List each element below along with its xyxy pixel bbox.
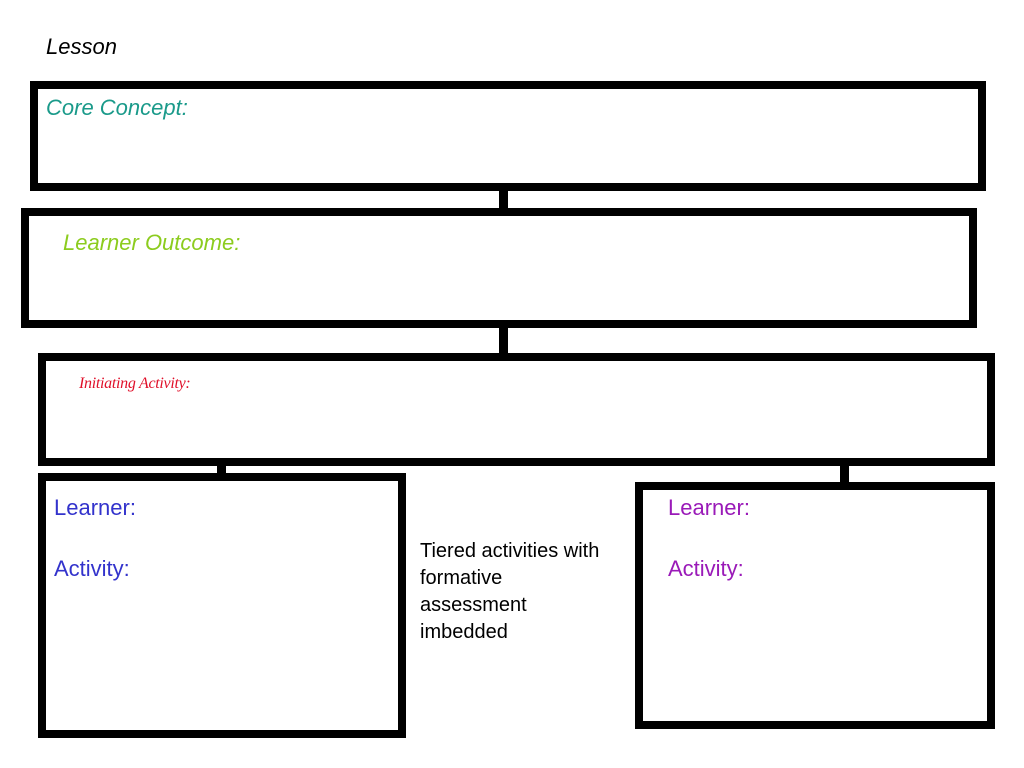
right-tier-learner-label: Learner: (668, 495, 750, 520)
right-tier-box (635, 482, 995, 729)
initiating-activity-label: Initiating Activity: (79, 375, 191, 392)
tiered-activities-note: Tiered activities with formative assessm… (420, 538, 635, 646)
connector-initiating-to-right-tier (840, 462, 849, 494)
connector-outcome-to-initiating (499, 324, 508, 357)
left-tier-activity-label: Activity: (54, 556, 130, 581)
right-tier-activity-label: Activity: (668, 556, 744, 581)
lesson-title: Lesson (46, 34, 117, 59)
note-line: Tiered activities with (420, 540, 600, 562)
note-line: imbedded (420, 621, 508, 643)
connector-core-to-outcome (499, 179, 508, 212)
left-tier-learner-label: Learner: (54, 495, 136, 520)
note-line: assessment (420, 594, 527, 616)
left-tier-box (38, 473, 406, 738)
core-concept-label: Core Concept: (46, 95, 188, 120)
learner-outcome-box (21, 208, 977, 328)
note-line: formative (420, 567, 503, 589)
learner-outcome-label: Learner Outcome: (63, 230, 241, 255)
core-concept-box (30, 81, 986, 191)
initiating-activity-box (38, 353, 995, 466)
